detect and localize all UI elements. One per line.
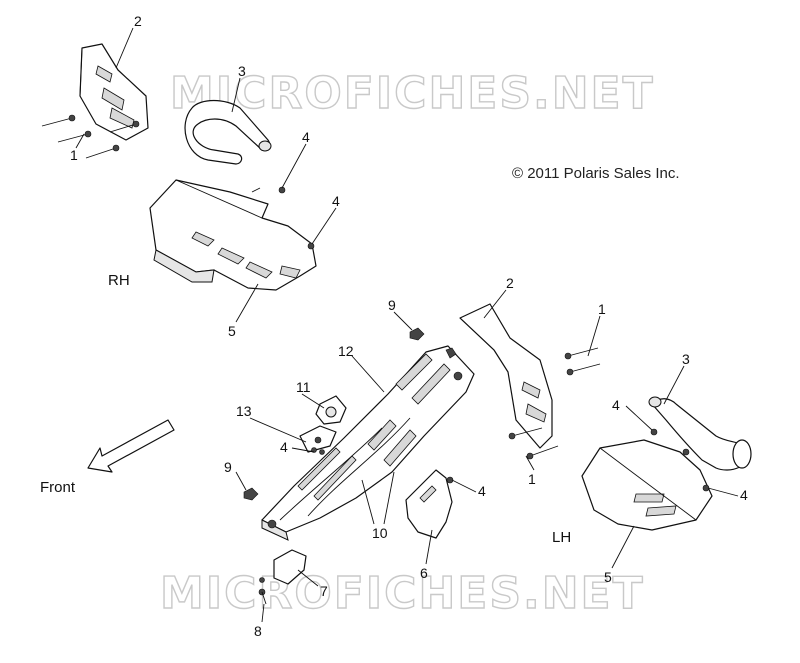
mount-11	[315, 395, 347, 425]
watermark-bottom: MICROFICHES.NET	[160, 568, 645, 619]
callout-1-lh-bottom: 1	[528, 471, 536, 487]
rh-bolts-1	[41, 114, 140, 159]
lh-bolts-4	[650, 428, 710, 492]
lh-bolts-1	[508, 347, 601, 460]
lh-label: LH	[552, 529, 571, 546]
front-arrow-icon	[87, 419, 175, 473]
callout-4-bracket: 4	[478, 483, 486, 499]
bolts-8	[258, 588, 267, 605]
skid-plate-12	[261, 345, 475, 541]
callout-2-lh: 2	[506, 275, 514, 291]
callout-4-lh-a: 4	[612, 397, 620, 413]
bracket-13	[299, 425, 337, 453]
callout-11: 11	[296, 379, 311, 395]
callout-4-lh-b: 4	[740, 487, 748, 503]
callout-10: 10	[372, 525, 388, 541]
callout-12: 12	[338, 343, 354, 359]
callout-4-rh-b: 4	[332, 193, 340, 209]
rh-heat-shield-5	[149, 179, 317, 291]
callout-5-rh: 5	[228, 323, 236, 339]
callout-9-bottom: 9	[224, 459, 232, 475]
callout-1-lh-top: 1	[598, 301, 606, 317]
callout-7: 7	[320, 583, 328, 599]
watermark-top: MICROFICHES.NET	[170, 68, 655, 119]
lh-exhaust-pipe-3	[648, 396, 752, 471]
callout-4-center: 4	[280, 439, 288, 455]
rh-exhaust-pipe-3	[184, 99, 272, 165]
callout-8: 8	[254, 623, 262, 639]
fasteners-4-center	[311, 447, 325, 455]
callout-13: 13	[236, 403, 252, 419]
callout-4-rh-a: 4	[302, 129, 310, 145]
rh-bracket-2	[79, 43, 149, 141]
callout-1-rh: 1	[70, 147, 78, 163]
callout-2-rh: 2	[134, 13, 142, 29]
nuts-9	[243, 327, 457, 501]
callout-9-top: 9	[388, 297, 396, 313]
lh-heat-shield-5	[581, 439, 713, 531]
copyright-notice: © 2011 Polaris Sales Inc.	[512, 165, 680, 182]
bracket-7	[259, 549, 307, 585]
leader-lines	[75, 27, 739, 623]
rh-bolts-4	[251, 186, 315, 250]
bracket-6	[405, 469, 454, 539]
callout-3-rh: 3	[238, 63, 246, 79]
callout-5-lh: 5	[604, 569, 612, 585]
front-label: Front	[40, 479, 76, 496]
rh-label: RH	[108, 272, 130, 289]
callout-6: 6	[420, 565, 428, 581]
callout-3-lh: 3	[682, 351, 690, 367]
lh-bracket-2	[459, 303, 553, 449]
